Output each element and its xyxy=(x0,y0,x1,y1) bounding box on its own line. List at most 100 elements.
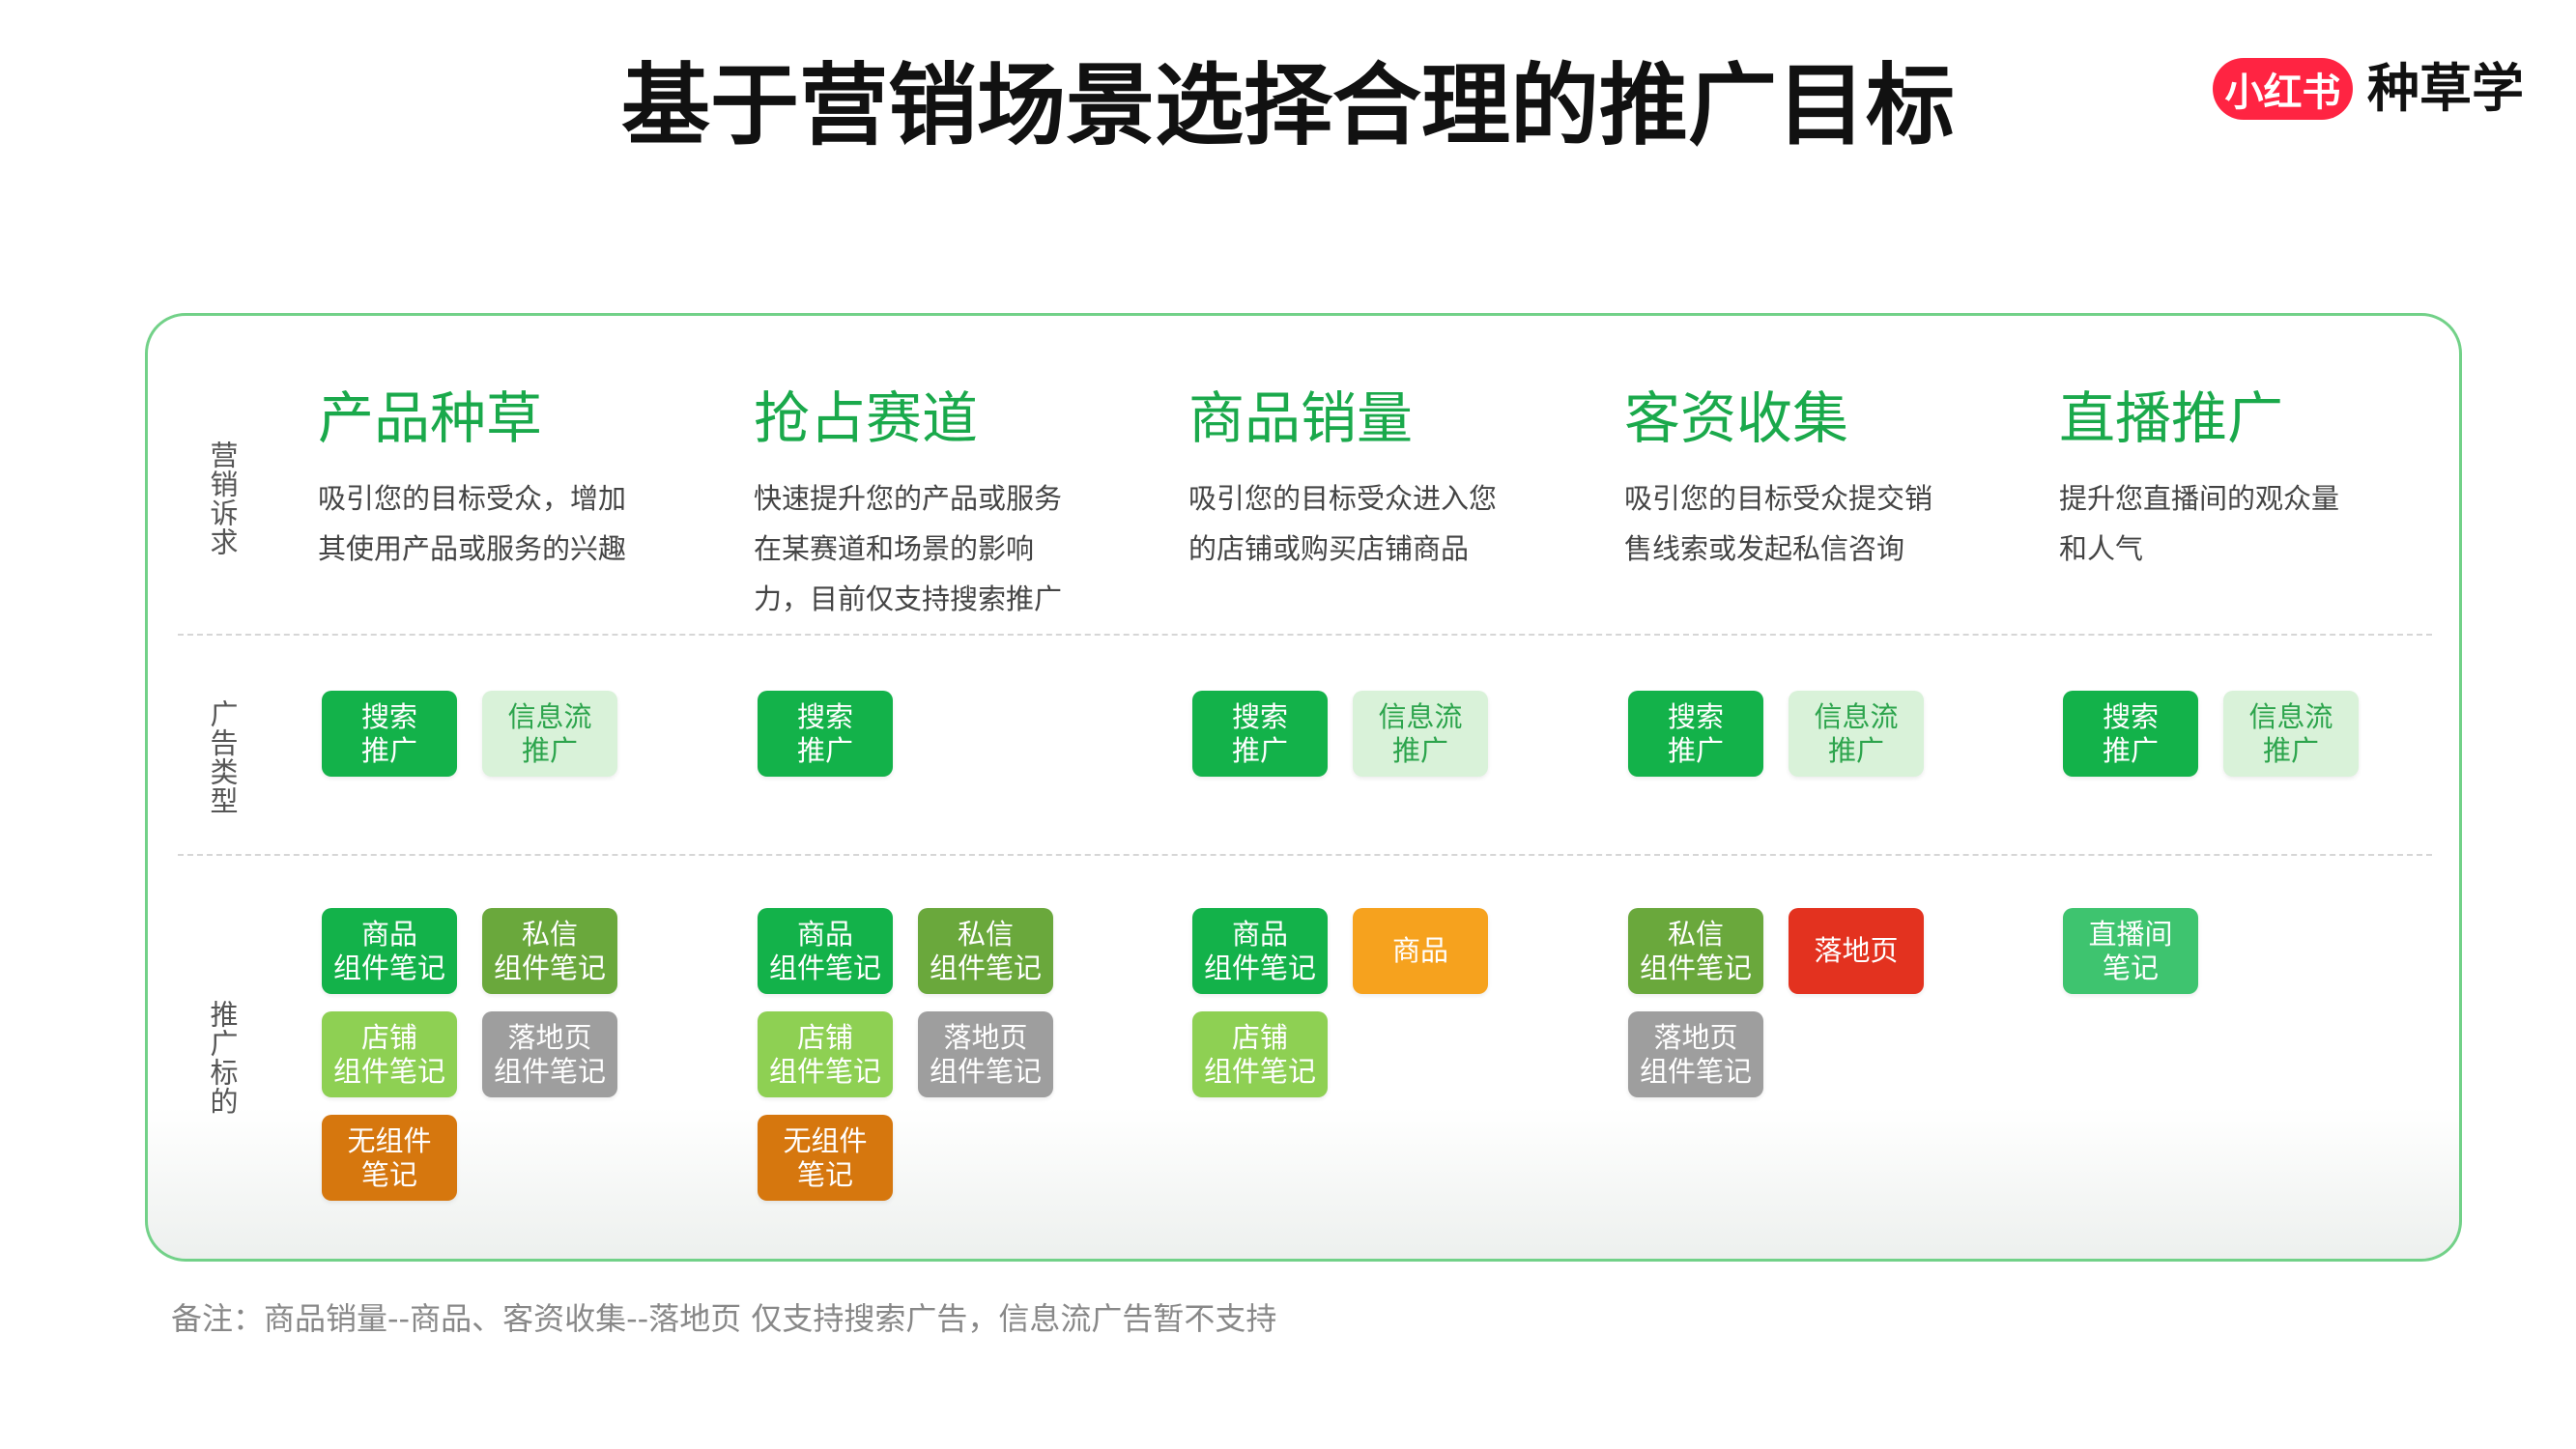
tag-label-line: 搜索 xyxy=(2102,699,2159,733)
target-dm-component-note: 私信 组件笔记 xyxy=(918,908,1053,994)
description-line: 力，目前仅支持搜索推广 xyxy=(754,582,1063,615)
tag-label-line: 组件笔记 xyxy=(768,951,881,984)
tag-label-line: 组件笔记 xyxy=(1203,1054,1316,1088)
tag-label-line: 组件笔记 xyxy=(768,1054,881,1088)
tag-label-line: 落地页 xyxy=(1814,934,1899,967)
tag-label-line: 商品 xyxy=(1391,934,1448,967)
description-line: 吸引您的目标受众进入您 xyxy=(1188,482,1498,515)
tag-label-line: 信息流 xyxy=(1378,699,1463,733)
tag-label-line: 组件笔记 xyxy=(332,1054,445,1088)
tag-label-line: 组件笔记 xyxy=(929,1054,1042,1088)
tag-label-line: 私信 xyxy=(957,917,1014,951)
ad-type-search: 搜索 推广 xyxy=(2063,691,2198,777)
tag-label-line: 商品 xyxy=(360,917,417,951)
column-heading: 客资收集 xyxy=(1624,385,1849,451)
row-label-ad-type: 广告类型 xyxy=(206,699,239,815)
tag-label-line: 店铺 xyxy=(360,1020,417,1054)
tag-label-line: 组件笔记 xyxy=(332,951,445,984)
ad-type-search: 搜索 推广 xyxy=(1628,691,1763,777)
target-product-component-note: 商品 组件笔记 xyxy=(322,908,457,994)
description-line: 吸引您的目标受众，增加 xyxy=(318,482,627,515)
tag-label-line: 搜索 xyxy=(360,699,417,733)
target-landing-page-component-note: 落地页 组件笔记 xyxy=(1628,1011,1763,1097)
target-product-component-note: 商品 组件笔记 xyxy=(1192,908,1328,994)
tag-label-line: 信息流 xyxy=(507,699,592,733)
description-line: 的店铺或购买店铺商品 xyxy=(1188,532,1470,565)
description-line: 吸引您的目标受众提交销 xyxy=(1624,482,1933,515)
brand-logo: 小红书 xyxy=(2213,58,2353,120)
tag-label-line: 落地页 xyxy=(1653,1020,1738,1054)
tag-label-line: 搜索 xyxy=(796,699,853,733)
target-group: 直播间 笔记 xyxy=(2063,908,2359,994)
target-store-component-note: 店铺 组件笔记 xyxy=(1192,1011,1328,1097)
tag-label-line: 推广 xyxy=(2102,733,2159,767)
description-line: 快速提升您的产品或服务 xyxy=(754,482,1063,515)
tag-label-line: 组件笔记 xyxy=(493,1054,606,1088)
tag-label-line: 无组件 xyxy=(783,1123,868,1157)
tag-label-line: 笔记 xyxy=(2102,951,2159,984)
description-line: 在某赛道和场景的影响 xyxy=(754,532,1035,565)
target-landing-page-component-note: 落地页 组件笔记 xyxy=(918,1011,1053,1097)
tag-label-line: 搜索 xyxy=(1667,699,1724,733)
ad-type-group: 搜索 推广 信息流 推广 xyxy=(2063,691,2359,777)
column-description: 吸引您的目标受众进入您 的店铺或购买店铺商品 xyxy=(1188,473,1497,574)
tag-label-line: 组件笔记 xyxy=(1639,951,1752,984)
row-divider xyxy=(178,634,2432,636)
tag-label-line: 店铺 xyxy=(1231,1020,1288,1054)
tag-label-line: 推广 xyxy=(1231,733,1288,767)
target-store-component-note: 店铺 组件笔记 xyxy=(758,1011,893,1097)
description-line: 提升您直播间的观众量 xyxy=(2059,482,2340,515)
ad-type-feed: 信息流 推广 xyxy=(2223,691,2359,777)
target-group: 商品 组件笔记 私信 组件笔记 店铺 组件笔记 落地页 组件笔记 无组件 笔记 xyxy=(322,908,617,1201)
tag-label-line: 搜索 xyxy=(1231,699,1288,733)
ad-type-group: 搜索 推广 信息流 推广 xyxy=(1192,691,1488,777)
tag-label-line: 落地页 xyxy=(507,1020,592,1054)
tag-label-line: 推广 xyxy=(521,733,578,767)
ad-type-feed: 信息流 推广 xyxy=(482,691,617,777)
ad-type-search: 搜索 推广 xyxy=(1192,691,1328,777)
target-group: 商品 组件笔记 私信 组件笔记 店铺 组件笔记 落地页 组件笔记 无组件 笔记 xyxy=(758,908,1053,1201)
target-dm-component-note: 私信 组件笔记 xyxy=(482,908,617,994)
column-heading: 抢占赛道 xyxy=(754,385,979,451)
column-heading: 商品销量 xyxy=(1188,385,1414,451)
tag-label-line: 推广 xyxy=(1827,733,1884,767)
ad-type-search: 搜索 推广 xyxy=(322,691,457,777)
tag-label-line: 私信 xyxy=(521,917,578,951)
description-line: 其使用产品或服务的兴趣 xyxy=(318,532,627,565)
tag-label-line: 组件笔记 xyxy=(929,951,1042,984)
target-landing-page-component-note: 落地页 组件笔记 xyxy=(482,1011,617,1097)
column-description: 提升您直播间的观众量 和人气 xyxy=(2059,473,2339,574)
tag-label-line: 推广 xyxy=(2262,733,2319,767)
targets-card xyxy=(145,313,2462,1262)
target-dm-component-note: 私信 组件笔记 xyxy=(1628,908,1763,994)
ad-type-search: 搜索 推广 xyxy=(758,691,893,777)
page-title: 基于营销场景选择合理的推广目标 xyxy=(620,54,1955,157)
target-product-component-note: 商品 组件笔记 xyxy=(758,908,893,994)
target-no-component-note: 无组件 笔记 xyxy=(322,1115,457,1201)
tag-label-line: 组件笔记 xyxy=(493,951,606,984)
column-description: 快速提升您的产品或服务 在某赛道和场景的影响 力，目前仅支持搜索推广 xyxy=(754,473,1062,624)
description-line: 和人气 xyxy=(2059,532,2144,565)
row-label-marketing-needs: 营销诉求 xyxy=(206,440,239,556)
tag-label-line: 推广 xyxy=(1391,733,1448,767)
tag-label-line: 组件笔记 xyxy=(1203,951,1316,984)
target-no-component-note: 无组件 笔记 xyxy=(758,1115,893,1201)
tag-label-line: 直播间 xyxy=(2088,917,2173,951)
ad-type-feed: 信息流 推广 xyxy=(1353,691,1488,777)
tag-label-line: 商品 xyxy=(796,917,853,951)
brand-name: 种草学 xyxy=(2367,58,2524,119)
target-group: 商品 组件笔记 商品 店铺 组件笔记 xyxy=(1192,908,1488,1097)
tag-label-line: 推广 xyxy=(360,733,417,767)
ad-type-group: 搜索 推广 xyxy=(758,691,893,777)
column-heading: 产品种草 xyxy=(318,385,543,451)
tag-label-line: 笔记 xyxy=(360,1157,417,1191)
tag-label-line: 组件笔记 xyxy=(1639,1054,1752,1088)
target-group: 私信 组件笔记 落地页 落地页 组件笔记 xyxy=(1628,908,1924,1097)
ad-type-feed: 信息流 推广 xyxy=(1789,691,1924,777)
tag-label-line: 推广 xyxy=(1667,733,1724,767)
tag-label-line: 笔记 xyxy=(796,1157,853,1191)
row-label-promotion-target: 推广标的 xyxy=(206,1000,239,1116)
target-landing-page: 落地页 xyxy=(1789,908,1924,994)
ad-type-group: 搜索 推广 信息流 推广 xyxy=(322,691,617,777)
column-description: 吸引您的目标受众，增加 其使用产品或服务的兴趣 xyxy=(318,473,626,574)
